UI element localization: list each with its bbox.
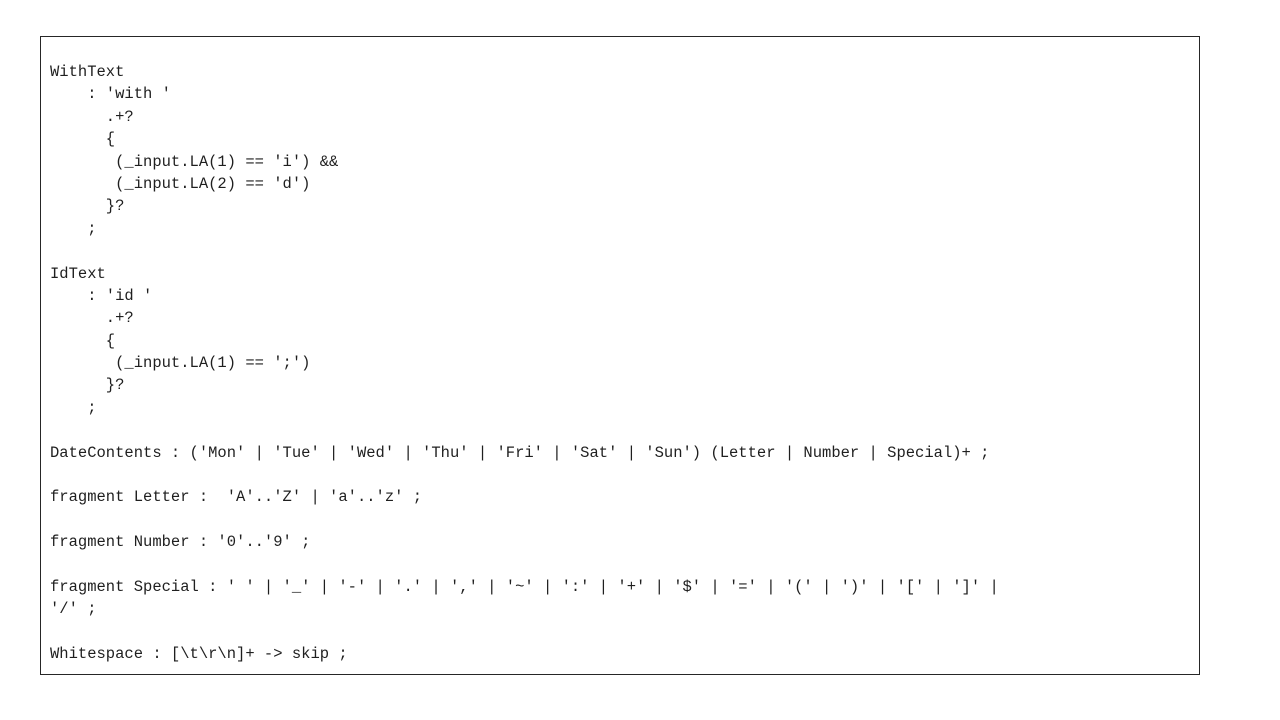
code-blank-line <box>50 419 1191 441</box>
code-line: (_input.LA(1) == ';') <box>50 354 311 373</box>
code-blank-line <box>50 554 1191 576</box>
code-blank-line <box>50 509 1191 531</box>
code-blank-line <box>50 240 1191 262</box>
code-line: ; <box>50 398 97 417</box>
code-line: }? <box>50 197 125 216</box>
code-line: ; <box>50 219 97 238</box>
code-blank-line <box>50 464 1191 486</box>
code-line: : 'id ' <box>50 286 153 305</box>
code-snippet-frame: WithText : 'with ' .+? { (_input.LA(1) =… <box>40 36 1200 675</box>
code-line: DateContents : ('Mon' | 'Tue' | 'Wed' | … <box>50 443 990 462</box>
code-line: (_input.LA(2) == 'd') <box>50 174 311 193</box>
code-line: IdText <box>50 264 106 283</box>
code-line: }? <box>50 376 125 395</box>
code-line: '/' ; <box>50 600 97 619</box>
code-line: fragment Letter : 'A'..'Z' | 'a'..'z' ; <box>50 488 423 507</box>
code-blank-line <box>50 621 1191 643</box>
code-line: { <box>50 331 116 350</box>
code-line: WithText <box>50 63 125 81</box>
code-line: .+? <box>50 309 134 328</box>
code-line: fragment Special : ' ' | '_' | '-' | '.'… <box>50 577 999 596</box>
code-line: fragment Number : '0'..'9' ; <box>50 533 311 552</box>
code-line: .+? <box>50 107 134 126</box>
code-line: (_input.LA(1) == 'i') && <box>50 152 339 171</box>
code-snippet: WithText : 'with ' .+? { (_input.LA(1) =… <box>50 61 1191 666</box>
code-line: { <box>50 130 116 149</box>
code-line: : 'with ' <box>50 85 171 104</box>
code-line: Whitespace : [\t\r\n]+ -> skip ; <box>50 645 348 664</box>
